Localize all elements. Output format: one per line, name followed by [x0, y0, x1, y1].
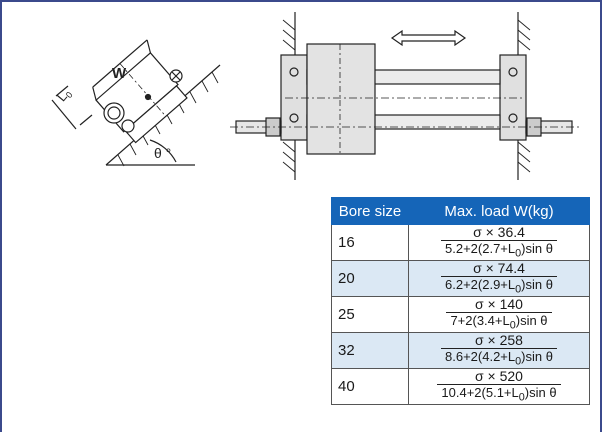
right-end-plate — [499, 54, 527, 141]
bolt-icon — [508, 67, 518, 77]
label-l: L0 — [54, 85, 75, 105]
port-circle-inner — [107, 106, 121, 120]
cylinder-drawing: W L0 θ ° — [51, 12, 580, 180]
port-circle-small — [121, 119, 135, 133]
left-wall-hatch — [282, 19, 296, 173]
inclined-cylinder-diagram — [51, 39, 221, 167]
bolt-icon — [289, 113, 299, 123]
bolt-icon — [289, 67, 299, 77]
table-header-row: Bore size Max. load W(kg) — [331, 197, 590, 225]
label-theta: θ ° — [154, 145, 171, 161]
bore-cell: 16 — [331, 224, 409, 261]
header-bore-size: Bore size — [331, 197, 409, 225]
center-dot — [144, 93, 152, 101]
bore-cell: 20 — [331, 260, 409, 297]
right-wall-hatch — [517, 19, 531, 173]
angle-arc — [149, 139, 177, 163]
double-arrow-icon — [390, 29, 467, 47]
label-w: W — [112, 65, 127, 82]
bolt-icon — [508, 113, 518, 123]
horizontal-cylinder-diagram — [230, 12, 580, 180]
port-circle-large — [103, 102, 125, 124]
bore-cell: 40 — [331, 368, 409, 405]
header-max-load: Max. load W(kg) — [408, 197, 590, 225]
cylinder-plate-inclined — [124, 85, 188, 144]
slider-body — [306, 43, 376, 155]
bore-cell: 25 — [331, 296, 409, 333]
bore-cell: 32 — [331, 332, 409, 369]
